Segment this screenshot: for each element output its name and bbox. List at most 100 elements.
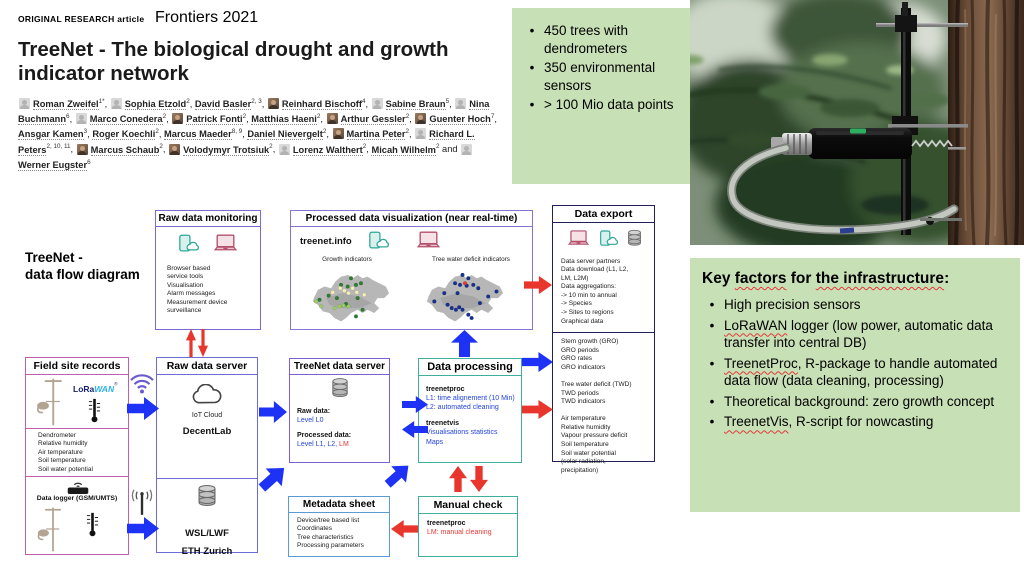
site-dot bbox=[486, 293, 491, 299]
author-link[interactable]: Guenter Hoch bbox=[429, 114, 491, 126]
author-link[interactable]: Sabine Braun bbox=[385, 99, 446, 111]
box-treenet-data-server: TreeNet data server Raw data: Level L0 P… bbox=[289, 358, 390, 463]
site-dot bbox=[346, 303, 351, 309]
site-dot bbox=[346, 290, 351, 295]
arrow-wsl-to-treenetserver bbox=[254, 459, 292, 497]
author-affiliation-sup: 7 bbox=[490, 113, 495, 121]
box-processed-visualization: Processed data visualization (near real-… bbox=[290, 210, 533, 330]
dendrometer-sketch-icon bbox=[34, 505, 64, 558]
arrow-processing-to-manual-down bbox=[470, 466, 488, 492]
site-dot bbox=[452, 280, 458, 285]
phone-cloud-icon bbox=[599, 229, 619, 252]
bullet-item: •> 100 Mio data points bbox=[520, 96, 686, 114]
author-link[interactable]: Matthias Haeni bbox=[251, 114, 317, 126]
cloud-icon bbox=[157, 383, 257, 410]
box-manual-check-title: Manual check bbox=[419, 497, 517, 514]
author-affiliation-sup: 2 bbox=[322, 128, 327, 136]
site-dot bbox=[494, 288, 499, 294]
author-avatar bbox=[326, 113, 338, 125]
phone-cloud-icon bbox=[178, 234, 200, 258]
author-affiliation-sup: 8, 9 bbox=[231, 128, 243, 136]
export-section1-list: Data server partners Data download (L1, … bbox=[561, 257, 629, 325]
author-avatar bbox=[19, 98, 30, 110]
laptop-icon bbox=[566, 229, 591, 252]
author-link[interactable]: Nina Buchmann bbox=[18, 99, 490, 126]
author-affiliation-sup: 2 bbox=[362, 143, 367, 151]
author-list: Roman Zweifel1*, Sophia Etzold2, David B… bbox=[18, 98, 497, 171]
arrow-field-to-rawserver-bottom bbox=[127, 517, 159, 540]
author-link[interactable]: Marcus Maeder bbox=[164, 129, 232, 141]
arrow-manual-to-metadata bbox=[391, 520, 418, 538]
laptop-icon bbox=[212, 234, 239, 258]
thermometer-icon bbox=[86, 511, 99, 542]
key-factors-bullets: • High precision sensors •LoRaWAN logger (… bbox=[700, 296, 1008, 431]
database-icon bbox=[290, 377, 389, 405]
author-link[interactable]: Patrick Fonti bbox=[186, 114, 243, 126]
twd-indicators-map bbox=[426, 272, 504, 321]
site-dot bbox=[445, 302, 450, 307]
wsl-lwf-label: WSL/LWF bbox=[185, 527, 229, 539]
eth-zurich-label: ETH Zurich bbox=[181, 545, 233, 557]
author-link[interactable]: Richard L. Peters bbox=[18, 129, 475, 156]
manual-pkg-label: treenetproc bbox=[427, 519, 466, 527]
author-affiliation-sup: 4 bbox=[361, 98, 366, 105]
box-metadata-sheet-title: Metadata sheet bbox=[289, 497, 389, 513]
site-dot bbox=[342, 288, 347, 293]
growth-indicators-map bbox=[312, 274, 390, 321]
site-dot bbox=[460, 307, 465, 312]
bullet-marker: • bbox=[709, 414, 715, 430]
monitoring-feature-list: Browser based service tools Visualisatio… bbox=[167, 264, 228, 315]
site-dot bbox=[317, 297, 322, 302]
author-link[interactable]: Sophia Etzold bbox=[124, 99, 187, 111]
author-link[interactable]: Daniel Nievergelt bbox=[247, 129, 323, 141]
author-link[interactable]: Ansgar Kamen bbox=[18, 129, 84, 141]
growth-map-label: Growth indicators bbox=[322, 255, 372, 263]
author-affiliation-sup: 2 bbox=[242, 113, 247, 121]
antenna-icon bbox=[130, 489, 154, 522]
author-link[interactable]: Roger Koechli bbox=[92, 129, 156, 141]
decentlab-label: DecentLab bbox=[182, 425, 232, 437]
author-affiliation-sup: 2 bbox=[435, 143, 440, 151]
author-affiliation-sup: 2 bbox=[159, 143, 163, 151]
site-dot bbox=[319, 303, 324, 309]
author-affiliation-sup: 6 bbox=[66, 113, 70, 121]
bullet-text: 350 environmental sensors bbox=[544, 60, 656, 93]
data-logger-icon bbox=[64, 479, 92, 500]
author-link[interactable]: Micah Wilhelm bbox=[371, 144, 436, 156]
author-link[interactable]: Marcus Schaub bbox=[90, 144, 160, 156]
site-dot bbox=[476, 285, 481, 290]
author-link[interactable]: Roman Zweifel bbox=[33, 99, 99, 111]
site-dot bbox=[326, 293, 331, 298]
treenetproc-label: treenetproc bbox=[426, 385, 465, 393]
bullet-text: LoRaWAN logger (low power, automatic dat… bbox=[724, 317, 993, 351]
site-dot bbox=[330, 289, 335, 294]
box-data-export: Data export Data server partners Data do… bbox=[552, 205, 655, 474]
lorawan-logo: LoRaWAN® bbox=[73, 381, 118, 394]
treenetvis-label: treenetvis bbox=[426, 420, 460, 428]
phone-cloud-icon bbox=[368, 231, 390, 255]
thermometer-icon bbox=[88, 397, 101, 428]
author-link[interactable]: Arthur Gessler bbox=[340, 114, 406, 126]
author-link[interactable]: Reinhard Bischoff bbox=[281, 99, 362, 111]
database-icon bbox=[157, 484, 257, 514]
author-affiliation-sup: 2, 10, 11 bbox=[46, 143, 71, 151]
bullet-item: •LoRaWAN logger (low power, automatic da… bbox=[700, 317, 1008, 352]
author-affiliation-sup: 2 bbox=[269, 143, 273, 151]
dendrometer-photo-image bbox=[670, 0, 1024, 257]
author-avatar bbox=[75, 113, 87, 125]
author-link[interactable]: Volodymyr Trotsiuk bbox=[183, 144, 270, 156]
site-dot bbox=[314, 298, 319, 304]
site-dot bbox=[457, 304, 462, 309]
site-dot bbox=[466, 275, 471, 280]
venue-label: Frontiers 2021 bbox=[155, 9, 259, 26]
author-affiliation-sup: 3 bbox=[83, 128, 88, 136]
site-dot bbox=[362, 292, 367, 297]
bullet-text: High precision sensors bbox=[724, 297, 861, 312]
author-link[interactable]: Martina Peter bbox=[346, 129, 406, 141]
site-dot bbox=[350, 285, 355, 290]
author-link[interactable]: Lorenz Walthert bbox=[292, 144, 363, 156]
author-link[interactable]: Marco Conedera bbox=[89, 114, 163, 126]
author-link[interactable]: David Basler bbox=[194, 99, 252, 111]
author-link[interactable]: Werner Eugster bbox=[18, 159, 88, 171]
site-dot bbox=[462, 280, 468, 285]
